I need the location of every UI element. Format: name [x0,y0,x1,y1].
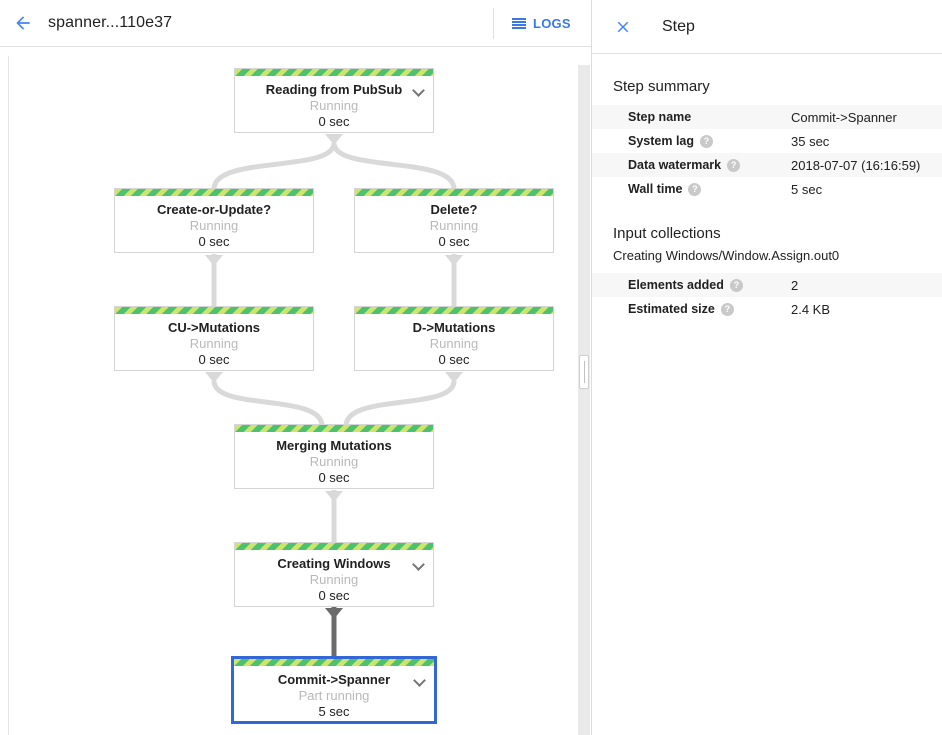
row-value: 2018-07-07 (16:16:59) [791,157,921,173]
node-title: Create-or-Update? [156,202,272,217]
graph-node-delete[interactable]: Delete? Running 0 sec [354,188,554,253]
running-stripe [235,425,433,432]
node-title: Commit->Spanner [277,672,391,687]
running-stripe [115,189,313,196]
summary-row-step-name: Step name Commit->Spanner [592,105,942,129]
collection-row-estimated-size: Estimated size ? 2.4 KB [592,297,942,321]
node-title: Creating Windows [277,556,391,571]
graph-node-creating-windows[interactable]: Creating Windows Running 0 sec [234,542,434,607]
help-icon[interactable]: ? [688,182,702,196]
node-status: Running [429,336,479,351]
graph-node-cu-mutations[interactable]: CU->Mutations Running 0 sec [114,306,314,371]
graph-node-create-or-update[interactable]: Create-or-Update? Running 0 sec [114,188,314,253]
logs-list-icon [512,18,526,29]
help-icon[interactable]: ? [727,158,741,172]
row-label: Step name [628,110,692,124]
collection-row-elements-added: Elements added ? 2 [592,273,942,297]
running-stripe [355,189,553,196]
arrowhead-delete [445,255,463,266]
row-label: Estimated size ? [628,302,734,316]
input-collections-heading: Input collections [613,225,721,242]
row-value: 35 sec [791,133,830,149]
node-status: Running [189,336,239,351]
node-time: 0 sec [438,234,470,249]
arrowhead-merging [325,491,343,502]
node-time: 0 sec [318,114,350,129]
node-status: Running [429,218,479,233]
step-summary-heading: Step summary [613,78,710,95]
edge-pubsub-createorupdate [211,142,337,190]
edge-cumutations-merging [211,380,325,427]
arrow-back-icon [16,16,30,30]
graph-node-d-mutations[interactable]: D->Mutations Running 0 sec [354,306,554,371]
node-title: Delete? [430,202,478,217]
panel-resize-handle[interactable] [579,355,589,389]
step-panel-header: Step [592,0,942,54]
back-button[interactable] [11,11,35,35]
running-stripe [234,659,434,666]
row-value: 5 sec [791,181,823,197]
close-icon [617,21,629,32]
running-stripe [355,307,553,314]
logs-label: LOGS [533,16,571,31]
job-graph-canvas[interactable]: Reading from PubSub Running 0 sec Create… [0,47,591,735]
node-time: 5 sec [318,704,350,719]
graph-canvas-edge [8,56,9,735]
node-status: Running [309,98,359,113]
summary-row-system-lag: System lag ? 35 sec [592,129,942,153]
arrowhead-dmutations [445,372,463,383]
arrowhead-createorupdate [205,255,223,266]
node-status: Part running [298,688,370,703]
row-label: Elements added ? [628,278,743,292]
header-divider [493,8,494,39]
help-icon[interactable]: ? [700,134,714,148]
logs-button[interactable]: LOGS [506,8,577,39]
arrowhead-pubsub [325,134,343,145]
running-stripe [235,543,433,550]
node-time: 0 sec [318,470,350,485]
running-stripe [235,69,433,76]
node-status: Running [309,572,359,587]
row-label: Data watermark ? [628,158,741,172]
summary-row-data-watermark: Data watermark ? 2018-07-07 (16:16:59) [592,153,942,177]
graph-node-merging-mutations[interactable]: Merging Mutations Running 0 sec [234,424,434,489]
running-stripe [115,307,313,314]
input-collection-name: Creating Windows/Window.Assign.out0 [613,248,840,263]
help-icon[interactable]: ? [720,302,734,316]
edge-pubsub-delete [331,142,457,190]
node-time: 0 sec [318,588,350,603]
node-title: CU->Mutations [167,320,261,335]
node-time: 0 sec [198,234,230,249]
panel-title: Step [662,17,695,35]
row-label: Wall time ? [628,182,702,196]
row-value: 2 [791,277,799,293]
job-header: spanner...110e37 LOGS [0,0,591,47]
edge-dmutations-merging [343,380,457,427]
node-title: Merging Mutations [276,438,392,453]
row-value: Commit->Spanner [791,109,897,125]
node-status: Running [189,218,239,233]
panel-resize-track [578,65,590,735]
node-title: Reading from PubSub [265,82,403,97]
arrowhead-cumutations [205,372,223,383]
row-label: System lag ? [628,134,714,148]
help-icon[interactable]: ? [729,278,743,292]
graph-node-reading-from-pubsub[interactable]: Reading from PubSub Running 0 sec [234,68,434,133]
step-details-panel: Step Step summary Step name Commit->Span… [591,0,942,735]
node-time: 0 sec [198,352,230,367]
node-time: 0 sec [438,352,470,367]
row-value: 2.4 KB [791,301,831,317]
arrowhead-creatingwindows-highlighted [325,608,343,619]
job-title: spanner...110e37 [48,14,173,31]
node-title: D->Mutations [412,320,496,335]
summary-row-wall-time: Wall time ? 5 sec [592,177,942,201]
graph-node-commit-spanner-selected[interactable]: Commit->Spanner Part running 5 sec [231,656,437,724]
close-panel-button[interactable] [611,15,635,39]
node-status: Running [309,454,359,469]
graph-edges [205,134,463,660]
